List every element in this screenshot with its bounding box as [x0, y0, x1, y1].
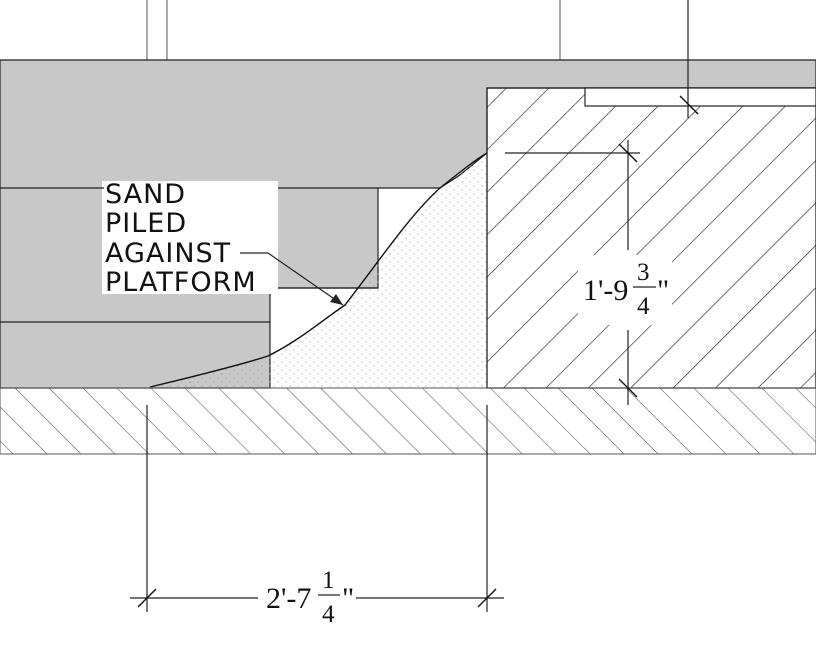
note-line-2: PILED — [105, 208, 187, 239]
note-line-4: PLATFORM — [105, 267, 257, 298]
platform-cap — [584, 87, 816, 107]
horizontal-dim-inch-mark: " — [342, 582, 354, 615]
horizontal-dimension: 2'-7 1 4 " — [130, 405, 504, 628]
horizontal-dim-numerator: 1 — [322, 567, 335, 594]
top-grid-lines — [146, 0, 561, 60]
ground-section — [0, 387, 816, 455]
platform-section — [486, 87, 816, 389]
note-background — [102, 181, 278, 294]
note-line-3: AGAINST — [105, 238, 231, 269]
top-leader — [679, 0, 699, 118]
note-line-1: SAND — [105, 179, 186, 210]
vertical-dim-denominator: 4 — [637, 293, 650, 320]
note-leader — [240, 252, 344, 306]
vertical-dimension: 1'-9 3 4 " — [505, 140, 672, 405]
sand-slope-outline — [149, 152, 488, 388]
horizontal-dim-denominator: 4 — [322, 601, 335, 628]
vertical-dim-numerator: 3 — [637, 259, 650, 286]
vertical-dim-whole: 1'-9 — [583, 274, 628, 307]
sand-note: SAND PILED AGAINST PLATFORM — [105, 179, 257, 298]
vertical-dim-inch-mark: " — [657, 274, 669, 307]
horizontal-dim-whole: 2'-7 — [266, 582, 311, 615]
sand-pile — [150, 153, 487, 388]
